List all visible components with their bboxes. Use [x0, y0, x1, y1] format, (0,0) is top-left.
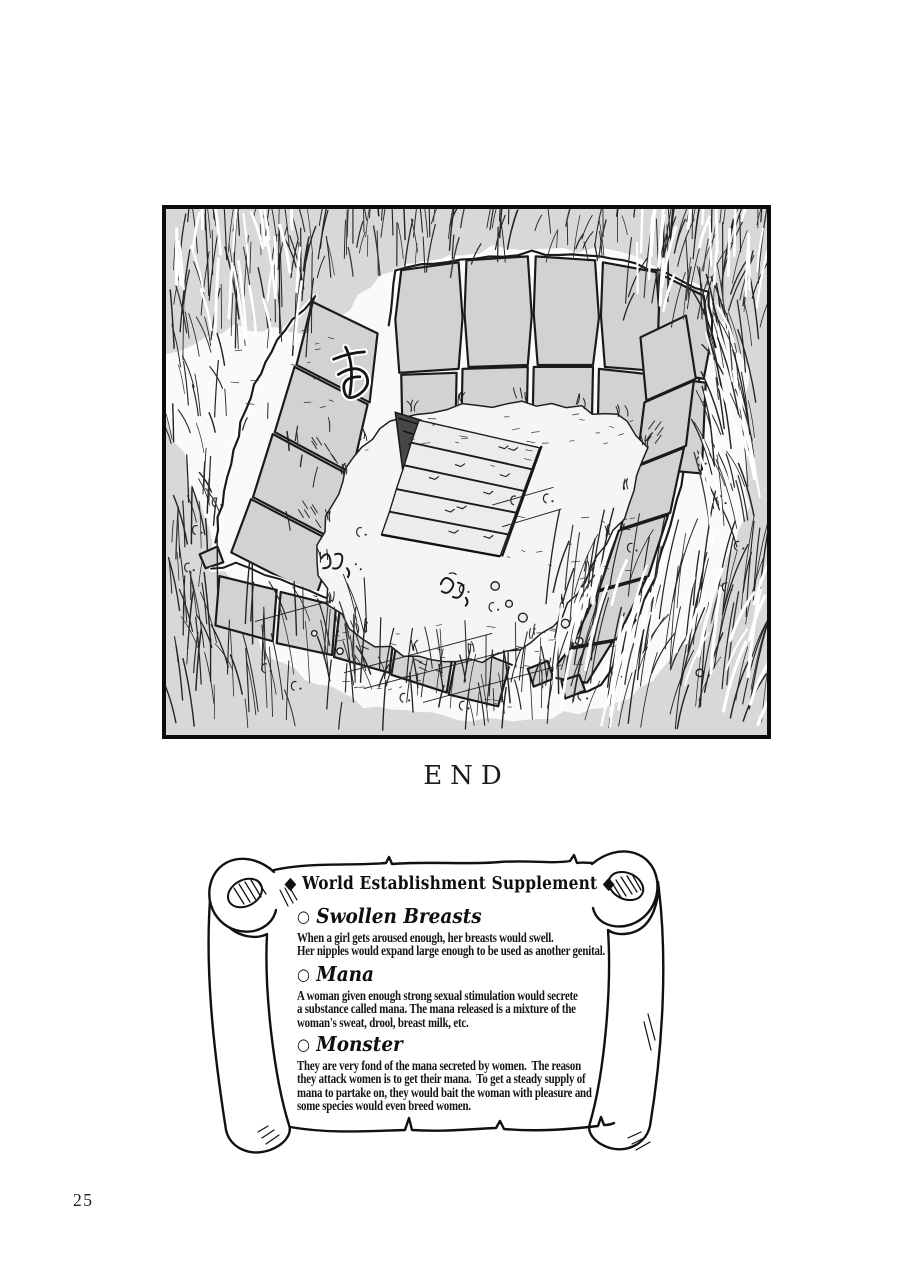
circle-marker-icon: ○ [297, 1035, 310, 1054]
section-heading-text: Monster [316, 1032, 403, 1056]
page-number: 25 [73, 1190, 94, 1210]
section-heading-text: Swollen Breasts [316, 904, 482, 928]
section-heading: ○ Mana [297, 963, 603, 987]
section-body: They are very fond of the mana secreted … [297, 1058, 592, 1114]
supplement-scroll: ◆ World Establishment Supplement ◆ ○ Swol… [200, 842, 670, 1177]
section-body: When a girl gets aroused enough, her bre… [297, 930, 606, 959]
section-swollen-breasts: ○ Swollen Breasts When a girl gets arouse… [297, 905, 637, 958]
section-heading-text: Mana [316, 962, 375, 986]
end-label: END [423, 761, 510, 791]
scroll-bottom-edge [288, 1115, 616, 1133]
section-heading: ○ Swollen Breasts [297, 905, 603, 929]
sfx-character-a-icon [330, 343, 372, 401]
scroll-right-roll [588, 880, 665, 1151]
scroll-drawing [207, 850, 665, 1154]
sfx-small-right-icon [439, 572, 469, 607]
section-monster: ○ Monster They are very fond of the mana … [297, 1033, 637, 1113]
scroll-top-edge [272, 853, 594, 872]
circle-marker-icon: ○ [297, 907, 310, 926]
stone-ruin-drawing [166, 209, 767, 735]
illustration-panel [162, 205, 771, 739]
section-body: A woman given enough strong sexual stimu… [297, 988, 578, 1030]
scroll-left-roll [207, 886, 291, 1154]
section-mana: ○ Mana A woman given enough strong sexual… [297, 963, 637, 1029]
sfx-small-left-icon [320, 552, 362, 579]
circle-marker-icon: ○ [297, 965, 310, 984]
section-heading: ○ Monster [297, 1033, 603, 1057]
scroll-title: ◆ World Establishment Supplement ◆ [284, 874, 616, 894]
